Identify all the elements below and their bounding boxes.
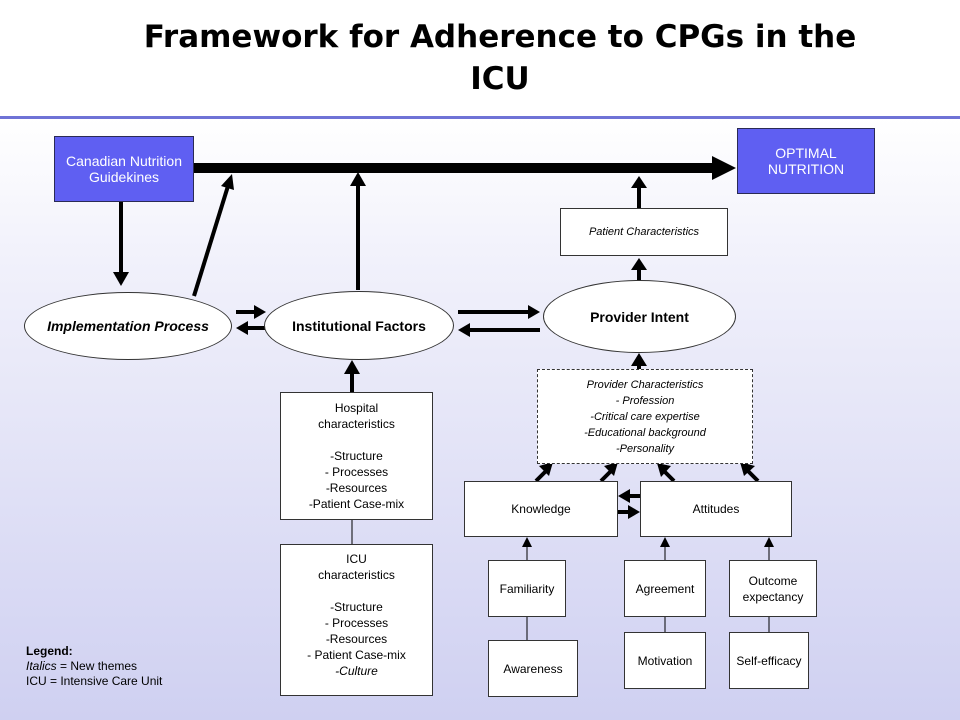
agreement-box: Agreement [624, 560, 706, 617]
arrow-knowledge-to-provchar-right [663, 470, 676, 483]
knowledge-box: Knowledge [464, 481, 618, 537]
page-title: Framework for Adherence to CPGs in the I… [143, 19, 857, 97]
title-divider [0, 116, 960, 119]
provider-intent-node: Provider Intent [543, 280, 736, 353]
icu-characteristics-box: ICU characteristics -Structure - Process… [280, 544, 433, 696]
patient-characteristics-box: Patient Characteristics [560, 208, 728, 256]
motivation-box: Motivation [624, 632, 706, 689]
familiarity-box: Familiarity [488, 560, 566, 617]
provider-characteristics-box: Provider Characteristics - Profession -C… [537, 369, 753, 464]
arrow-knowledge-to-provchar [534, 469, 548, 483]
legend-icu-row: ICU = Intensive Care Unit [26, 674, 163, 688]
implementation-process-node: Implementation Process [24, 292, 232, 360]
legend-italics-row: Italics = New themes [26, 659, 138, 673]
self-efficacy-box: Self-efficacy [729, 632, 809, 689]
canadian-nutrition-guidelines-box: Canadian Nutrition Guidekines [54, 136, 194, 202]
hospital-characteristics-box: Hospital characteristics -Structure - Pr… [280, 392, 433, 520]
arrow-attitudes-to-provchar [746, 469, 760, 483]
arrow-attitudes-to-provchar-left [599, 469, 613, 483]
legend-heading: Legend: [26, 644, 73, 658]
optimal-nutrition-box: OPTIMAL NUTRITION [737, 128, 875, 194]
institutional-factors-node: Institutional Factors [264, 291, 454, 360]
awareness-box: Awareness [488, 640, 578, 697]
legend: Legend: Italics = New themes ICU = Inten… [26, 644, 162, 689]
attitudes-box: Attitudes [640, 481, 792, 537]
outcome-expectancy-box: Outcome expectancy [729, 560, 817, 617]
arrow-implementation-to-main [192, 185, 230, 297]
main-arrowhead [712, 156, 736, 180]
